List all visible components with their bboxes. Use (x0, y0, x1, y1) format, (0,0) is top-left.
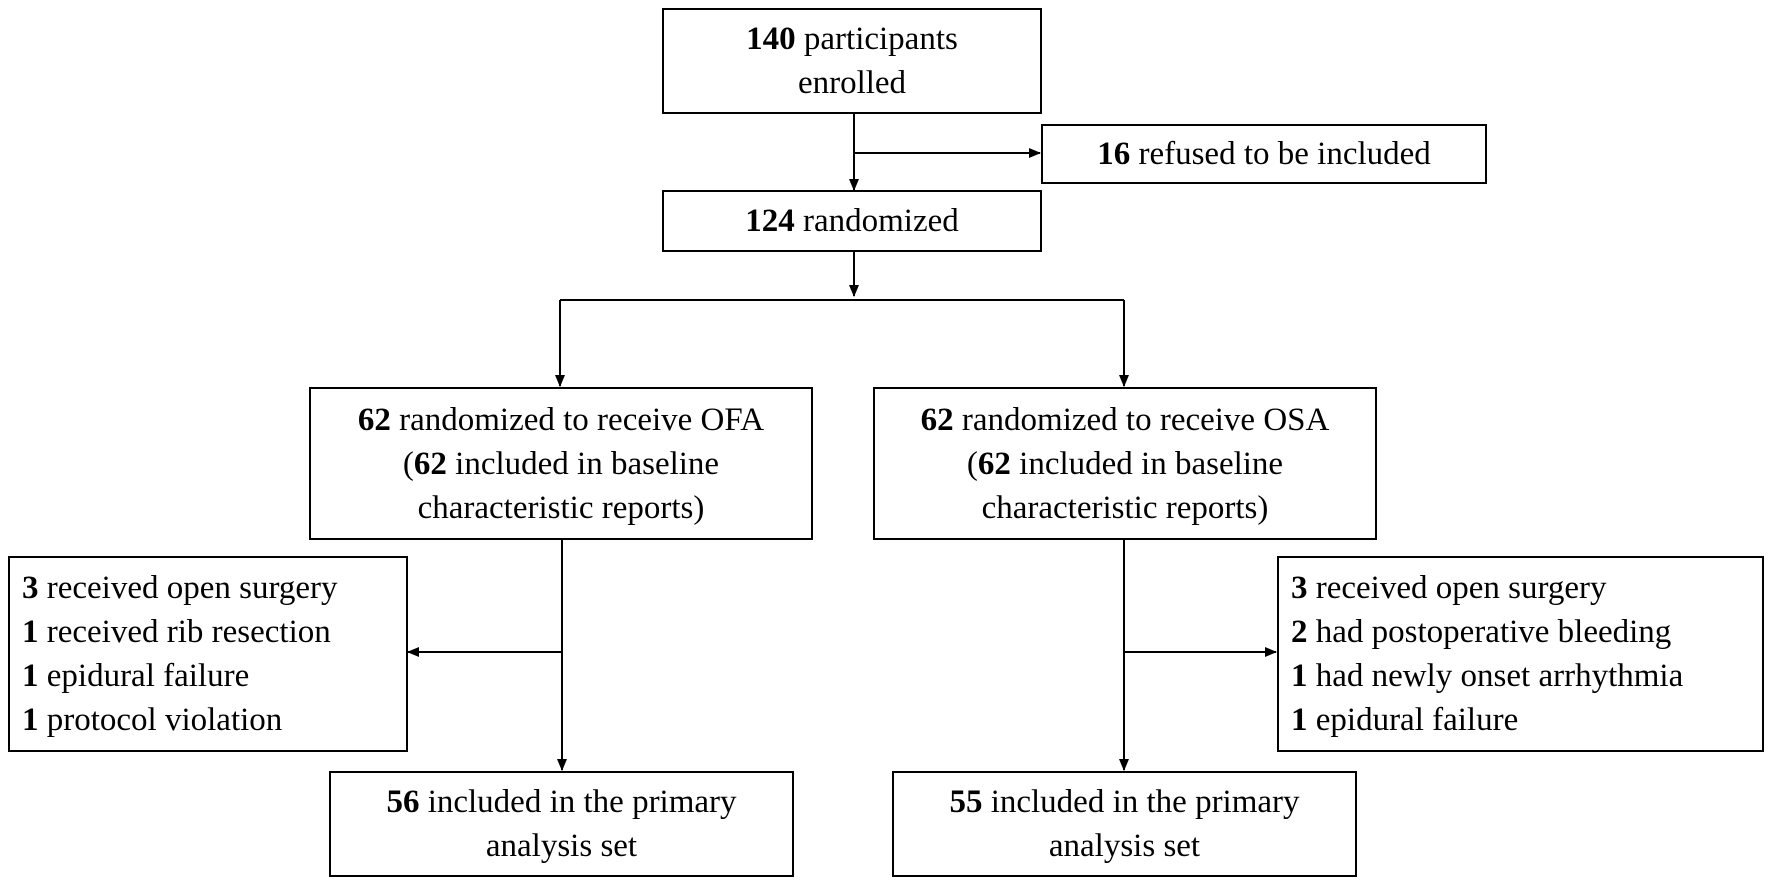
osa-text-1: randomized to receive OSA (953, 401, 1330, 438)
ofa-primary-text-1: included in the primary (419, 784, 737, 820)
ofa-primary-text-2: analysis set (485, 828, 638, 864)
randomized-box: 124 randomized (662, 190, 1042, 252)
osa-exclusion-item: 3 received open surgery (1291, 570, 1607, 606)
osa-count: 62 (920, 401, 954, 438)
refused-count: 16 (1097, 136, 1131, 172)
ofa-exclusions-box: 3 received open surgery 1 received rib r… (8, 556, 408, 752)
ofa-baseline-count: 62 (413, 445, 447, 482)
randomized-text: randomized (794, 203, 959, 239)
ofa-text-2: included in baseline (446, 445, 720, 482)
osa-text-2: included in baseline (1010, 445, 1284, 482)
ofa-primary-analysis-box: 56 included in the primary analysis set (329, 771, 794, 877)
ofa-group-box: 62 randomized to receive OFA (62 include… (309, 387, 813, 540)
ofa-primary-count: 56 (386, 784, 420, 820)
osa-primary-analysis-box: 55 included in the primary analysis set (892, 771, 1357, 877)
osa-open-paren: ( (966, 445, 978, 482)
ofa-exclusion-item: 1 epidural failure (22, 658, 250, 694)
ofa-count: 62 (357, 401, 391, 438)
osa-primary-count: 55 (949, 784, 983, 820)
osa-primary-text-2: analysis set (1048, 828, 1201, 864)
osa-exclusion-item: 2 had postoperative bleeding (1291, 614, 1672, 650)
ofa-text-3: characteristic reports) (417, 489, 705, 526)
enrolled-count: 140 (746, 21, 796, 57)
osa-baseline-count: 62 (977, 445, 1011, 482)
osa-exclusion-item: 1 had newly onset arrhythmia (1291, 658, 1684, 694)
ofa-open-paren: ( (402, 445, 414, 482)
ofa-exclusion-item: 1 received rib resection (22, 614, 331, 650)
enrolled-text-2: enrolled (797, 65, 907, 101)
enrolled-text-1: participants (795, 21, 958, 57)
ofa-text-1: randomized to receive OFA (390, 401, 765, 438)
osa-text-3: characteristic reports) (981, 489, 1269, 526)
ofa-exclusion-item: 1 protocol violation (22, 702, 283, 738)
osa-exclusion-item: 1 epidural failure (1291, 702, 1519, 738)
osa-group-box: 62 randomized to receive OSA (62 include… (873, 387, 1377, 540)
osa-exclusions-box: 3 received open surgery 2 had postoperat… (1277, 556, 1764, 752)
osa-primary-text-1: included in the primary (982, 784, 1300, 820)
ofa-exclusion-item: 3 received open surgery (22, 570, 338, 606)
enrolled-box: 140 participants enrolled (662, 8, 1042, 114)
refused-text: refused to be included (1130, 136, 1431, 172)
refused-box: 16 refused to be included (1041, 124, 1487, 184)
randomized-count: 124 (745, 203, 795, 239)
